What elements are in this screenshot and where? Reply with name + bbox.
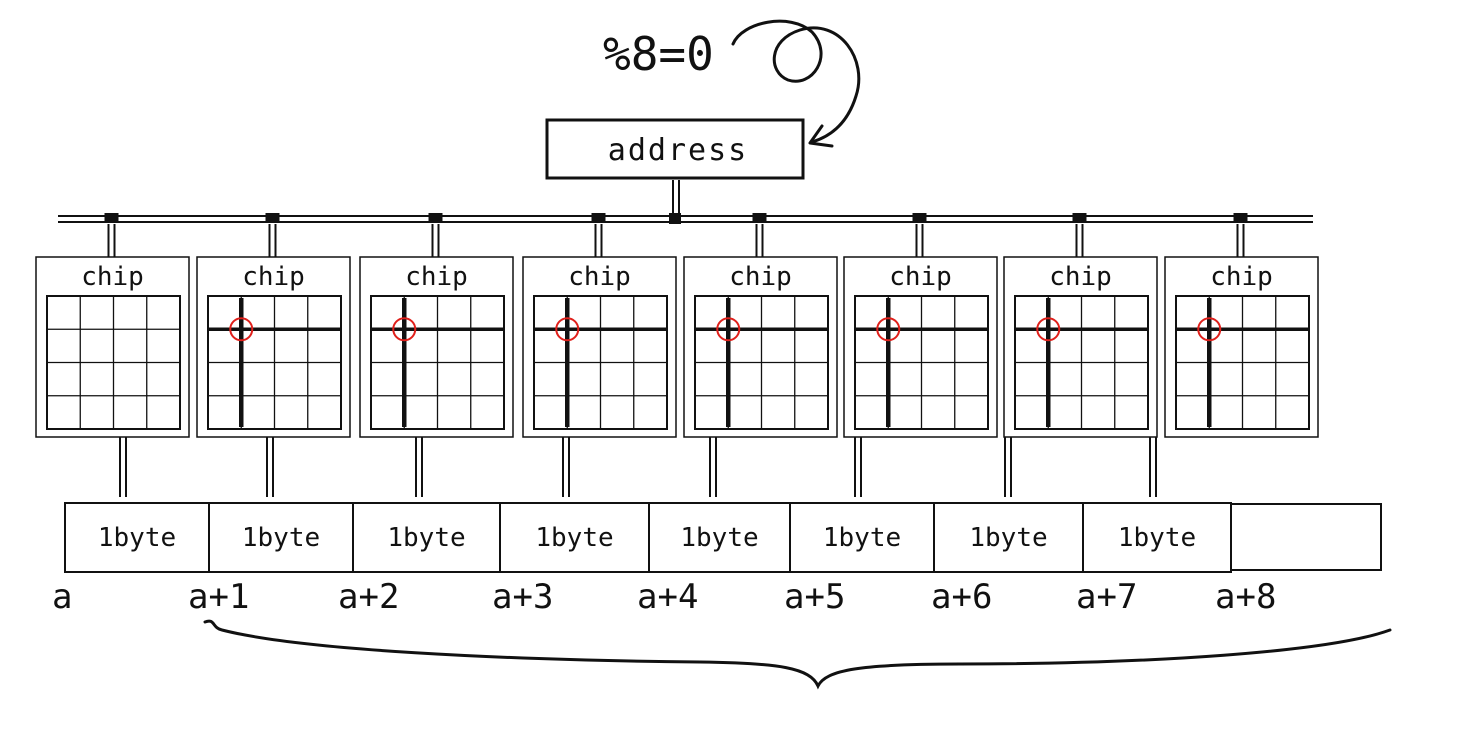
address-offset-label: a+2 — [338, 577, 399, 617]
chip-label: chip — [729, 262, 792, 292]
address-bus — [58, 215, 1313, 223]
chip-3: chip — [359, 213, 514, 497]
byte-label: 1byte — [680, 523, 758, 553]
chip-label: chip — [81, 262, 144, 292]
address-offset-label: a+6 — [931, 577, 992, 617]
memory-byte-cell-6: 1byte — [789, 502, 935, 573]
byte-label: 1byte — [535, 523, 613, 553]
selected-cell-marker — [555, 317, 580, 342]
chip-label: chip — [889, 262, 952, 292]
chip-2: chip — [196, 213, 351, 497]
arrow-head-icon — [808, 124, 834, 148]
byte-label: 1byte — [242, 523, 320, 553]
chip-label: chip — [1049, 262, 1112, 292]
memory-byte-cell-4: 1byte — [499, 502, 650, 573]
chip-4: chip — [522, 213, 677, 497]
byte-label: 1byte — [1118, 523, 1196, 553]
memory-byte-cell-8: 1byte — [1082, 502, 1232, 573]
address-offset-label: a+5 — [784, 577, 845, 617]
chip-label: chip — [405, 262, 468, 292]
bus-tap — [104, 213, 119, 223]
curved-arrow-icon — [731, 19, 861, 144]
chip-7: chip — [1003, 213, 1158, 497]
chip-label: chip — [1210, 262, 1273, 292]
address-offset-label: a+3 — [492, 577, 553, 617]
selected-cell-marker — [876, 317, 901, 342]
address-offset-label: a+4 — [637, 577, 698, 617]
address-offset-label: a+7 — [1076, 577, 1137, 617]
address-label: address — [608, 133, 748, 168]
chip-6: chip — [843, 213, 998, 497]
selected-cell-marker — [1197, 317, 1222, 342]
chip-5: chip — [683, 213, 838, 497]
byte-label: 1byte — [823, 523, 901, 553]
address-offset-label: a+8 — [1215, 577, 1276, 617]
bus-tap — [752, 213, 767, 223]
memory-byte-cell-2: 1byte — [208, 502, 354, 573]
chip-label: chip — [242, 262, 305, 292]
bus-tap — [1233, 213, 1248, 223]
bus-tap — [265, 213, 280, 223]
memory-byte-cell-9 — [1230, 503, 1382, 571]
selected-cell-marker — [1036, 317, 1061, 342]
bus-junction — [669, 213, 681, 224]
address-offset-label: a — [52, 577, 72, 617]
modulo-annotation: %8=0 — [603, 27, 714, 81]
chip-1: chip — [35, 213, 190, 497]
memory-byte-cell-3: 1byte — [352, 502, 501, 573]
memory-byte-cell-5: 1byte — [648, 502, 791, 573]
memory-byte-cell-1: 1byte — [64, 502, 210, 573]
bus-tap — [1072, 213, 1087, 223]
address-box — [545, 118, 805, 180]
selected-cell-marker — [392, 317, 417, 342]
chip-8: chip — [1149, 213, 1319, 497]
address-offset-label: a+1 — [188, 577, 249, 617]
chip-label: chip — [568, 262, 631, 292]
byte-label: 1byte — [98, 523, 176, 553]
memory-byte-cell-7: 1byte — [933, 502, 1084, 573]
byte-label: 1byte — [969, 523, 1047, 553]
selected-cell-marker — [229, 317, 254, 342]
bus-tap — [591, 213, 606, 223]
selected-cell-marker — [716, 317, 741, 342]
byte-label: 1byte — [387, 523, 465, 553]
bus-tap — [912, 213, 927, 223]
span-brace — [203, 619, 1392, 690]
bus-tap — [428, 213, 443, 223]
